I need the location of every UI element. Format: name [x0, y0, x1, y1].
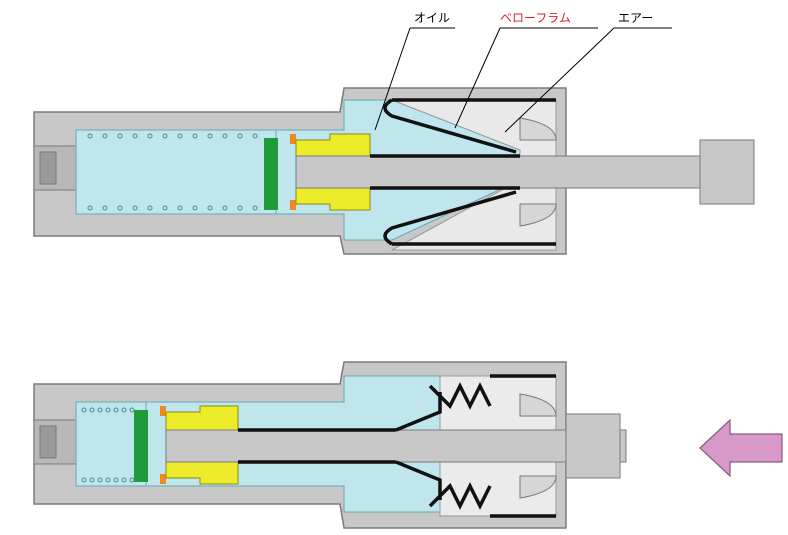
label-bellows: ベローフラム: [500, 11, 571, 25]
seal-green-extended: [264, 138, 278, 210]
seal-green-compressed: [134, 410, 148, 482]
label-air: エアー: [618, 11, 653, 25]
seal-orange-bottom-extended: [290, 200, 296, 210]
piston-rod-extended: [295, 155, 701, 189]
label-oil: オイル: [414, 11, 450, 25]
spring-extended: [87, 133, 258, 211]
piston-rod-compressed: [165, 429, 627, 463]
label-leaders: [374, 27, 672, 133]
leader-oil: [374, 27, 455, 131]
bellows-diaphragm-compressed: [238, 374, 556, 518]
rod-end-extended: [699, 139, 755, 205]
arrow-left-icon: [699, 418, 783, 478]
seal-orange-top-extended: [290, 134, 296, 144]
rod-end-compressed: [565, 413, 621, 479]
damper-compressed: [33, 361, 627, 529]
seal-orange-top-compressed: [160, 406, 166, 416]
damper-extended: [33, 87, 755, 255]
spring-compressed: [81, 407, 135, 483]
leader-bellows: [454, 27, 598, 129]
leader-air: [504, 27, 672, 133]
bellows-diaphragm-extended: [370, 98, 556, 246]
oil-chamber-spring-extended: [75, 129, 277, 215]
seal-orange-bottom-compressed: [160, 474, 166, 484]
